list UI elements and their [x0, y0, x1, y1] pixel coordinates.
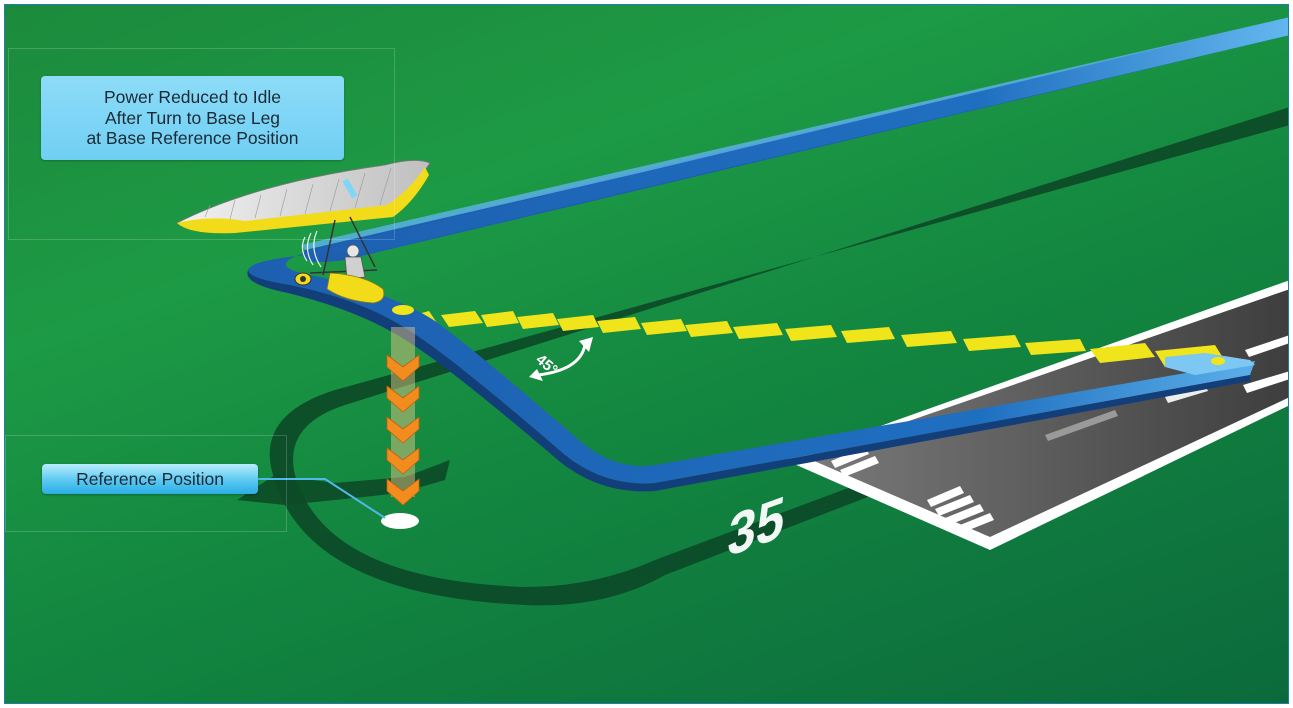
callout-label: Reference Position — [76, 469, 224, 489]
callout-line: Power Reduced to Idle — [104, 87, 281, 108]
diagram-frame: 35 — [4, 4, 1289, 704]
runway-number: 35 — [725, 484, 787, 570]
callout-line: After Turn to Base Leg — [105, 108, 280, 129]
reference-position-marker — [381, 513, 419, 529]
callout-line: at Base Reference Position — [86, 128, 298, 149]
base-position-marker — [392, 305, 414, 315]
reference-position-callout: Reference Position — [42, 464, 258, 494]
final-position-marker — [1211, 357, 1225, 365]
descent-chevrons — [381, 327, 419, 529]
power-reduced-callout: Power Reduced to Idle After Turn to Base… — [41, 76, 344, 160]
